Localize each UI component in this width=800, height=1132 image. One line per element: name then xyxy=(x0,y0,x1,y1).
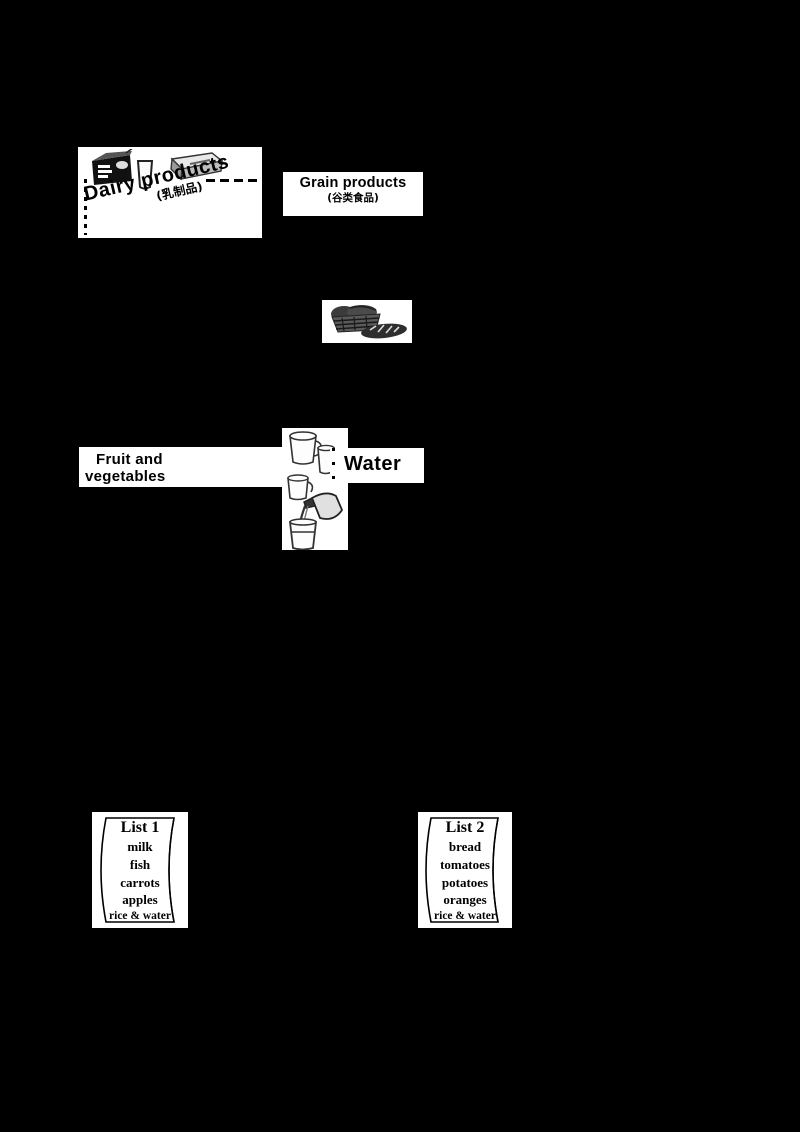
list-item: oranges xyxy=(443,892,487,908)
list-2-content: List 2 bread tomatoes potatoes oranges r… xyxy=(418,812,512,928)
shopping-list-1-card: List 1 milk fish carrots apples rice & w… xyxy=(92,812,188,928)
scroll-paper-shape xyxy=(100,817,175,923)
list-1-title: List 1 xyxy=(120,819,160,836)
grain-label-zh: (谷类食品) xyxy=(327,192,379,205)
list-item: carrots xyxy=(120,874,160,890)
list-item: apples xyxy=(122,892,158,908)
grain-products-card: Grain products (谷类食品) xyxy=(283,172,423,216)
shopping-list-2-card: List 2 bread tomatoes potatoes oranges r… xyxy=(418,812,512,928)
water-illustration-card xyxy=(282,428,348,551)
dairy-dash-dot-border-right xyxy=(206,179,262,182)
dairy-dash-dot-border-left xyxy=(84,179,87,235)
list-item: tomatoes xyxy=(440,857,490,873)
water-pouring-illustration xyxy=(287,431,344,551)
fruit-label-line1: Fruit and xyxy=(96,451,163,468)
list-item: fish xyxy=(129,857,151,873)
water-label-card: Water xyxy=(330,448,424,483)
grain-label-en: Grain products xyxy=(299,175,407,191)
scroll-paper-shape xyxy=(425,817,499,923)
water-label: Water xyxy=(344,453,402,475)
bread-basket-icon xyxy=(331,305,407,339)
list-1-footer: rice & water xyxy=(109,910,171,923)
fruit-and-vegetables-card: Fruit and vegetables xyxy=(79,447,282,487)
list-item: milk xyxy=(127,839,153,855)
grain-products-illustration-card xyxy=(322,300,412,343)
fruit-label-line2: vegetables xyxy=(85,468,166,485)
water-dotted-border xyxy=(332,448,335,483)
list-item: bread xyxy=(448,839,482,855)
list-item: potatoes xyxy=(441,874,489,890)
dairy-products-card: Dairy products (乳制品) xyxy=(78,147,262,238)
list-2-footer: rice & water xyxy=(434,910,496,923)
list-1-content: List 1 milk fish carrots apples rice & w… xyxy=(92,812,188,928)
list-2-title: List 2 xyxy=(445,819,485,836)
dairy-products-illustration xyxy=(92,149,224,190)
